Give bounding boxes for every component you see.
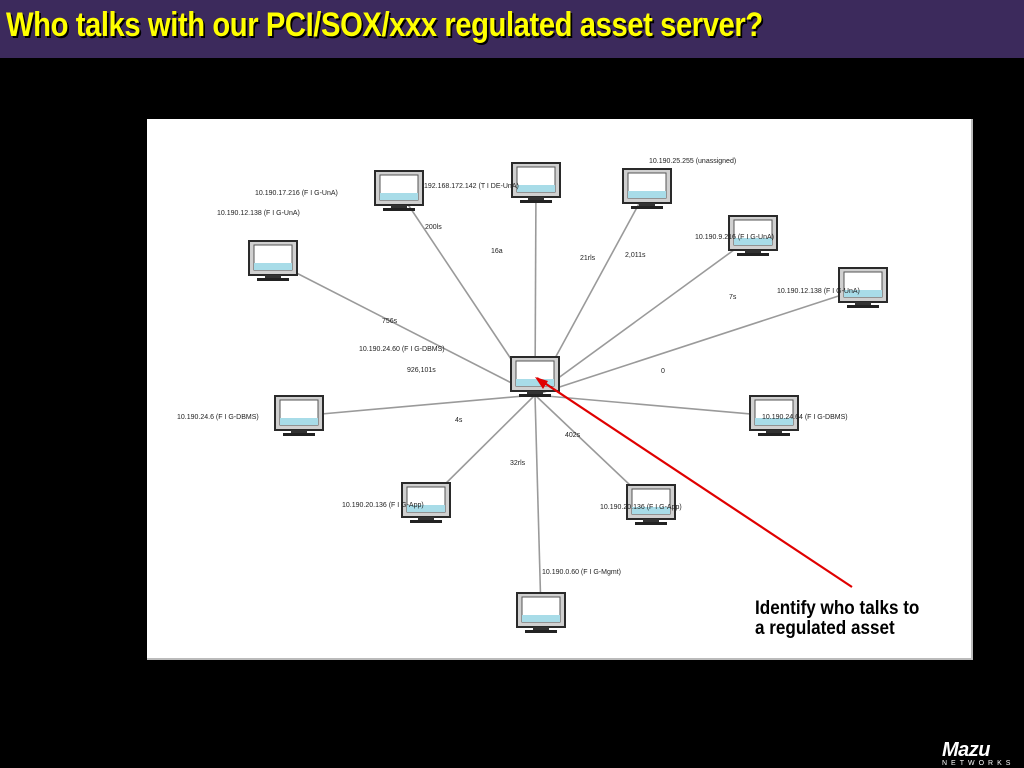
- edge-label-n10: 32rls: [510, 460, 526, 467]
- node-n10: 10.190.0.60 (F I G-Mgmt): [516, 569, 621, 634]
- callout-text: Identify who talks to a regulated asset: [755, 599, 944, 639]
- edge-n4: [272, 260, 536, 396]
- node-n7: 10.190.24.6 (F I G-DBMS): [177, 395, 324, 437]
- computer-icon: [274, 395, 324, 437]
- logo-word: Mazu: [942, 739, 991, 761]
- node-label: 10.190.12.138 (F I G-UnA): [777, 288, 860, 295]
- arrow-head: [535, 377, 548, 389]
- node-n8: 10.190.24.64 (F I G-DBMS): [749, 395, 848, 437]
- node-label: 10.190.9.216 (F I G-UnA): [695, 234, 774, 241]
- edge-n8: [534, 394, 775, 417]
- title-bar: Who talks with our PCI/SOX/xxx regulated…: [0, 0, 1024, 58]
- callout-line-2: a regulated asset: [755, 618, 895, 639]
- node-n5: 10.190.9.216 (F I G-UnA): [695, 215, 778, 257]
- callout-arrow: [536, 377, 853, 588]
- network-diagram: 200ls 16a 21rls 756s 2,011s 7s 926,101s 0 4s 32rl…: [177, 158, 888, 634]
- node-label: 10.190.25.255 (unassigned): [649, 158, 736, 165]
- edge-n5: [534, 235, 754, 396]
- edge-label-n4: 756s: [382, 318, 398, 325]
- edge-label-n5: 2,011s: [625, 252, 646, 259]
- network-diagram-panel: 200ls 16a 21rls 756s 2,011s 7s 926,101s 0 4s 32rl…: [147, 119, 973, 660]
- edge-n7: [298, 394, 536, 417]
- edge-label-n2: 16a: [491, 248, 503, 255]
- computer-icon: [374, 170, 424, 212]
- edge-label-n11: 402s: [565, 432, 581, 439]
- edge-label-n8: 0: [661, 368, 665, 375]
- node-label: 10.190.20.136 (F I G-App): [600, 504, 682, 511]
- edge-label-n6: 7s: [729, 294, 737, 301]
- node-n1: 10.190.17.216 (F I G-UnA): [255, 170, 424, 212]
- edge-label-n7: 926,101s: [407, 367, 436, 374]
- computer-icon: [248, 240, 298, 282]
- logo-subtitle: NETWORKS: [942, 760, 1015, 767]
- node-label: 10.190.20.136 (F I G-App): [342, 502, 424, 509]
- node-n9: 10.190.20.136 (F I G-App): [342, 482, 451, 524]
- node-n4: 10.190.12.138 (F I G-UnA): [217, 210, 300, 282]
- callout-line-1: Identify who talks to: [755, 598, 920, 619]
- node-n3: 10.190.25.255 (unassigned): [622, 158, 736, 210]
- node-label: 10.190.24.64 (F I G-DBMS): [762, 414, 848, 421]
- mazu-networks-logo: Mazu NETWORKS: [942, 740, 1022, 768]
- center-node: 10.190.24.60 (F I G-DBMS): [359, 346, 560, 398]
- computer-icon: [516, 592, 566, 634]
- edge-label-n9: 4s: [455, 417, 463, 424]
- slide-title: Who talks with our PCI/SOX/xxx regulated…: [6, 6, 763, 44]
- edge-label-n1: 200ls: [425, 224, 442, 231]
- node-label: 10.190.0.60 (F I G-Mgmt): [542, 569, 621, 576]
- node-n6: 10.190.12.138 (F I G-UnA): [777, 267, 888, 309]
- computer-icon: [511, 162, 561, 204]
- edge-n6: [534, 287, 864, 396]
- edge-n10: [534, 394, 542, 614]
- node-n11: 10.190.20.136 (F I G-App): [600, 484, 682, 526]
- node-label: 10.190.24.6 (F I G-DBMS): [177, 414, 259, 421]
- node-n2: 192.168.172.142 (T I DE-UnA): [424, 162, 561, 204]
- node-label: 192.168.172.142 (T I DE-UnA): [424, 183, 519, 190]
- node-label: 10.190.24.60 (F I G-DBMS): [359, 346, 445, 353]
- node-label: 10.190.17.216 (F I G-UnA): [255, 190, 338, 197]
- computer-icon: [622, 168, 672, 210]
- edge-label-n3: 21rls: [580, 255, 596, 262]
- node-label: 10.190.12.138 (F I G-UnA): [217, 210, 300, 217]
